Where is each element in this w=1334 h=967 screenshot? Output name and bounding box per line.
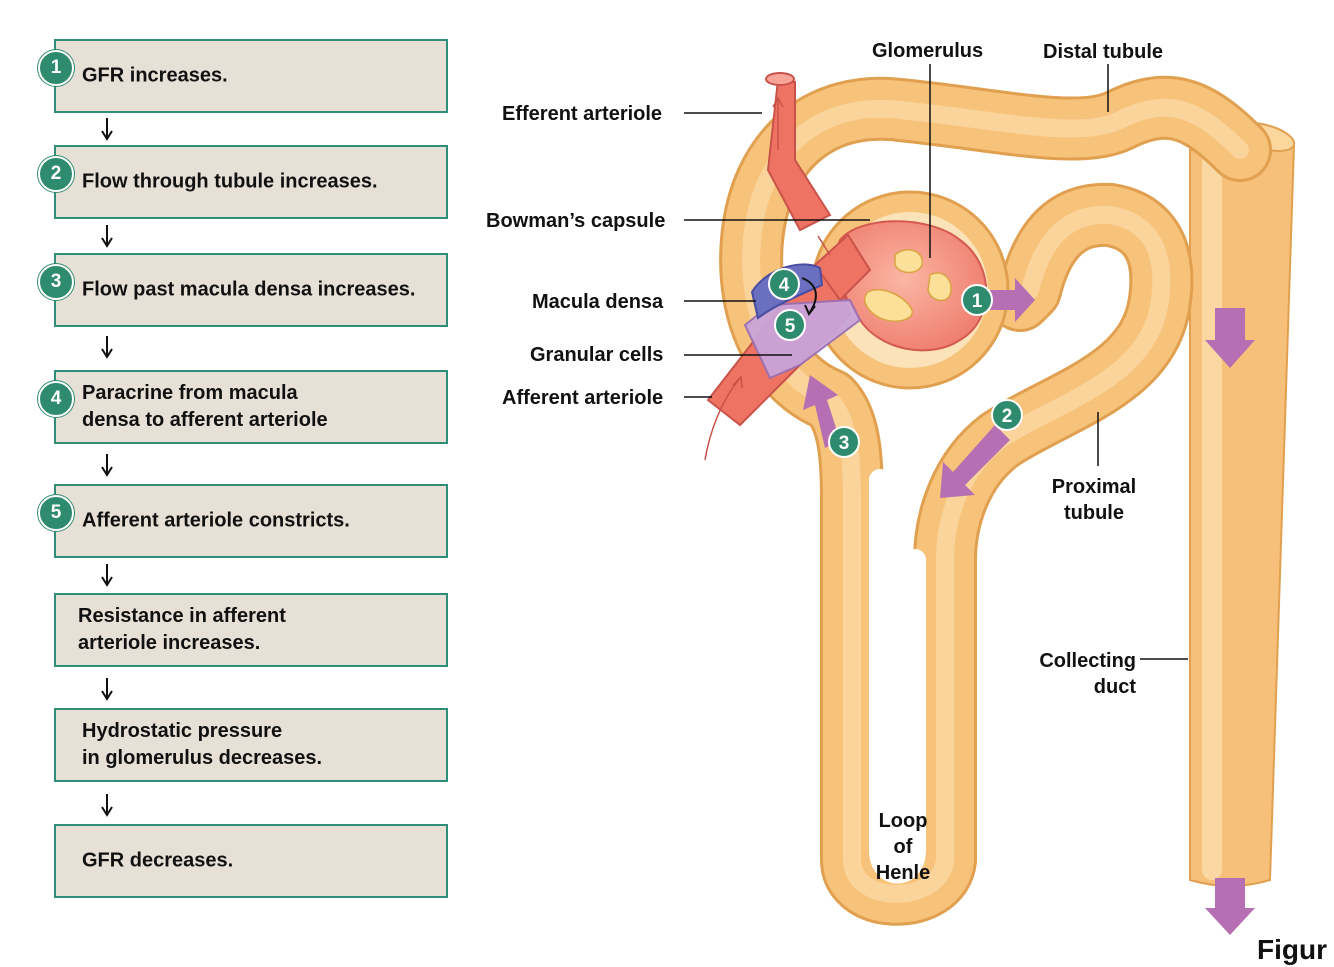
step-text-7: Hydrostatic pressure in glomerulus decre… (82, 720, 323, 769)
step-box-8: GFR decreases. (54, 824, 448, 898)
label-afferent-arteriole: Afferent arteriole (502, 387, 664, 409)
label-granular-cells: Granular cells (530, 344, 664, 366)
diagram-marker-5: 5 (774, 309, 806, 341)
step-box-7: Hydrostatic pressure in glomerulus decre… (54, 708, 448, 782)
label-glomerulus: Glomerulus (872, 40, 984, 62)
figure-caption: Figur (1257, 934, 1327, 965)
step-box-5: Afferent arteriole constricts. (54, 484, 448, 558)
diagram-marker-4: 4 (768, 268, 800, 300)
label-bowmans-capsule: Bowman’s capsule (486, 210, 666, 232)
down-arrow-icon (101, 678, 113, 701)
step-text-1: GFR increases. (82, 64, 228, 87)
down-arrow-icon (101, 794, 113, 817)
step-badge-5: 5 (38, 495, 74, 531)
diagram-marker-1: 1 (961, 284, 993, 316)
step-text-8: GFR decreases. (82, 849, 234, 872)
down-arrow-icon (101, 454, 113, 477)
step-badge-2: 2 (38, 156, 74, 192)
label-collecting-duct: Collecting duct (1039, 650, 1136, 698)
glomerulus (835, 220, 988, 352)
leader-lines (684, 64, 1188, 660)
flow-arrow-icon (803, 375, 840, 448)
collecting-duct (1189, 122, 1296, 887)
step-badge-4: 4 (38, 381, 74, 417)
down-arrow-icon (101, 225, 113, 248)
diagram-marker-3: 3 (828, 426, 860, 458)
step-text-2: Flow through tubule increases. (82, 170, 378, 193)
svg-text:2: 2 (1002, 406, 1013, 427)
step-box-2: Flow through tubule increases. (54, 145, 448, 219)
step-badge-1: 1 (38, 50, 74, 86)
label-proximal-tubule: Proximal tubule (1051, 476, 1137, 524)
down-arrow-icon (101, 336, 113, 359)
step-text-5: Afferent arteriole constricts. (82, 509, 350, 532)
step-text-6: Resistance in afferent arteriole increas… (78, 605, 286, 654)
step-box-6: Resistance in afferent arteriole increas… (54, 593, 448, 667)
svg-text:1: 1 (972, 291, 983, 312)
down-arrow-icon (101, 564, 113, 587)
label-efferent-arteriole: Efferent arteriole (502, 103, 663, 125)
flow-arrow-icon (990, 278, 1035, 322)
efferent-arteriole (765, 72, 832, 232)
diagram-marker-2: 2 (991, 399, 1023, 431)
step-box-4: Paracrine from macula densa to afferent … (54, 370, 448, 444)
down-arrow-icon (101, 118, 113, 141)
label-macula-densa: Macula densa (532, 291, 664, 313)
flow-arrow-icon (940, 425, 1010, 498)
svg-text:4: 4 (779, 275, 790, 296)
label-loop-of-henle: Loop of Henle (875, 810, 931, 884)
step-box-1: GFR increases. (54, 39, 448, 113)
svg-text:5: 5 (785, 316, 796, 337)
step-text-3: Flow past macula densa increases. (82, 278, 416, 301)
step-badge-3: 3 (38, 264, 74, 300)
flow-arrow-icon (1205, 878, 1255, 935)
label-distal-tubule: Distal tubule (1043, 41, 1164, 63)
step-text-4: Paracrine from macula densa to afferent … (82, 382, 328, 431)
nephron-tubule (719, 75, 1272, 926)
flow-arrow-icon (1205, 308, 1255, 368)
svg-text:3: 3 (839, 433, 850, 454)
